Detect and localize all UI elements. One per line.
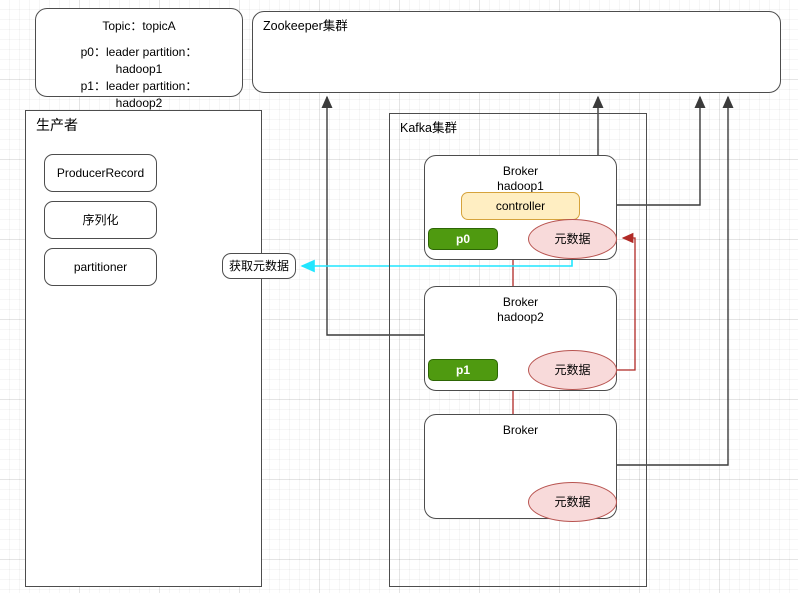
topic-info-box: Topic：topicA p0：leader partition： hadoop… [35, 8, 243, 110]
broker-title: Broker hadoop2 [425, 295, 616, 325]
metadata-label: 元数据 [554, 362, 591, 377]
broker-title: Broker [425, 423, 616, 438]
broker-title-line2: hadoop2 [497, 310, 544, 324]
metadata-label: 元数据 [554, 231, 591, 246]
controller-badge[interactable]: controller [461, 192, 580, 220]
producer-step-label: partitioner [73, 259, 128, 274]
producer-label: 生产者 [36, 117, 78, 133]
broker-title-line1: Broker [502, 164, 539, 178]
producer-step-producerrecord[interactable]: ProducerRecord [44, 154, 157, 192]
broker-title-line1: Broker [502, 295, 539, 309]
topic-p1-leader: p1：leader partition： [80, 79, 198, 93]
broker-title-line2: hadoop1 [497, 179, 544, 193]
kafka-cluster-label: Kafka集群 [400, 121, 457, 135]
partition-label: p1 [455, 362, 470, 377]
partition-p0-badge[interactable]: p0 [428, 228, 498, 250]
broker-title-line1: Broker [502, 423, 539, 437]
partition-label: p0 [455, 231, 470, 246]
producer-step-partitioner[interactable]: partitioner [44, 248, 157, 286]
producer-step-label: 序列化 [82, 212, 119, 227]
topic-name: Topic：topicA [102, 19, 176, 33]
metadata-label: 元数据 [554, 494, 591, 509]
topic-p1-host: hadoop2 [115, 96, 163, 110]
broker-title: Broker hadoop1 [425, 164, 616, 194]
zookeeper-cluster-box: Zookeeper集群 [252, 11, 781, 93]
producer-step-serialization[interactable]: 序列化 [44, 201, 157, 239]
metadata-ellipse-broker1[interactable]: 元数据 [528, 219, 617, 259]
controller-label: controller [495, 198, 546, 213]
producer-step-label: ProducerRecord [56, 165, 145, 180]
metadata-ellipse-broker2[interactable]: 元数据 [528, 350, 617, 390]
fetch-metadata-box[interactable]: 获取元数据 [222, 253, 296, 279]
metadata-ellipse-broker3[interactable]: 元数据 [528, 482, 617, 522]
topic-p0-leader: p0：leader partition： [80, 45, 198, 59]
zookeeper-label: Zookeeper集群 [263, 19, 348, 33]
kafka-cluster-box: Kafka集群 [389, 113, 647, 587]
topic-p0-host: hadoop1 [115, 62, 163, 76]
fetch-metadata-label: 获取元数据 [228, 258, 289, 273]
partition-p1-badge[interactable]: p1 [428, 359, 498, 381]
